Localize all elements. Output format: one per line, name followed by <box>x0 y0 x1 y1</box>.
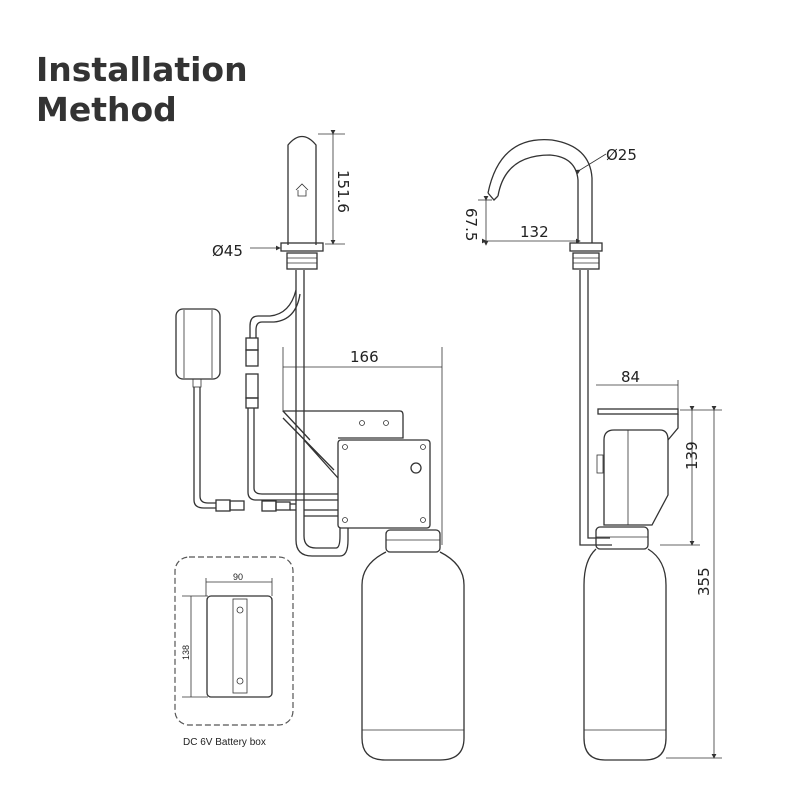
page-title: Installation Method <box>36 50 248 130</box>
dim-label: 151.6 <box>334 170 352 213</box>
title-line-2: Method <box>36 90 177 129</box>
dim-diameter-45: Ø45 <box>212 242 281 260</box>
dim-67-5: 67.5 <box>462 196 492 246</box>
power-adapter <box>175 308 338 517</box>
dim-label: 355 <box>695 567 713 596</box>
dim-151-6: 151.6 <box>318 130 352 245</box>
left-pump-unit: 166 <box>282 347 465 761</box>
right-pump-unit: 84 <box>583 368 679 761</box>
dim-label: 132 <box>520 223 549 241</box>
dim-139: 139 <box>660 406 722 546</box>
dim-label: 138 <box>181 645 191 660</box>
dim-label: 139 <box>683 441 701 470</box>
dim-diameter-25: Ø25 <box>575 146 637 175</box>
dim-label: Ø25 <box>606 146 637 164</box>
dim-label: 84 <box>621 368 640 386</box>
left-faucet <box>249 135 349 557</box>
dim-label: 90 <box>233 572 243 582</box>
title-line-1: Installation <box>36 50 248 89</box>
dim-label: Ø45 <box>212 242 243 260</box>
dim-355: 355 <box>666 406 722 759</box>
dim-label: 166 <box>350 348 379 366</box>
battery-box: 90 138 DC 6V Battery box <box>174 556 294 748</box>
battery-box-label: DC 6V Battery box <box>183 737 266 748</box>
right-faucet <box>487 138 612 546</box>
dim-label: 67.5 <box>462 208 480 241</box>
dim-132: 132 <box>482 223 581 244</box>
